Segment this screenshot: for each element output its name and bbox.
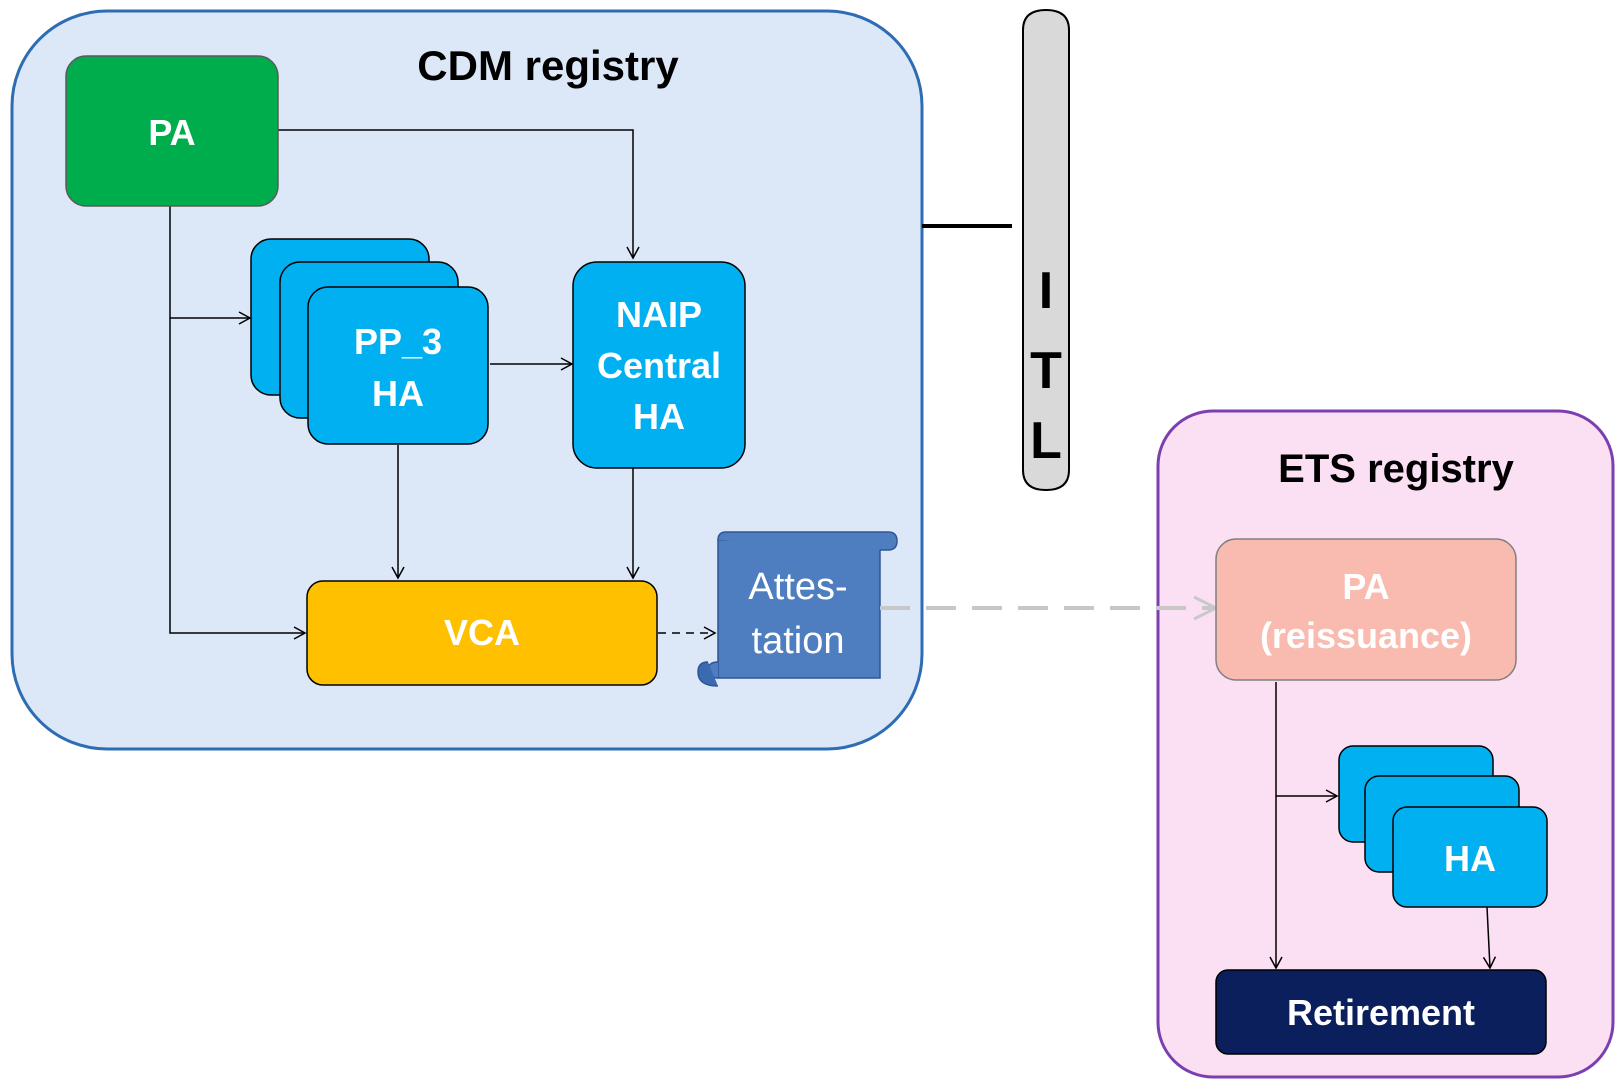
- cdm-registry-title: CDM registry: [417, 42, 679, 89]
- cdm-arrows: [169, 129, 717, 640]
- ets-arrows: [1269, 682, 1497, 970]
- itl-letter-i: I: [1039, 262, 1053, 320]
- attestation-label-line1: Attes-: [748, 566, 847, 608]
- ets-pa-reissuance-box: PA (reissuance): [1215, 538, 1517, 681]
- attestation-scroll: Attes- tation: [697, 531, 898, 687]
- retirement-label: Retirement: [1287, 992, 1475, 1033]
- ets-pa-reissuance-label: (reissuance): [1260, 615, 1472, 656]
- retirement-box: Retirement: [1215, 969, 1547, 1055]
- attestation-label-line2: tation: [752, 620, 845, 662]
- naip-ha-label: HA: [633, 396, 685, 437]
- ets-pa-label: PA: [1342, 566, 1389, 607]
- vca-label: VCA: [444, 612, 520, 653]
- arrow-pa-to-naip: [278, 129, 640, 260]
- itl-pillar: I T L: [1022, 8, 1070, 492]
- arrow-ha-to-retirement: [1482, 906, 1497, 970]
- naip-central-ha-box: NAIP Central HA: [572, 261, 746, 469]
- pp3-ha-stack: PP_3 HA: [250, 238, 489, 445]
- cdm-pa-label: PA: [148, 112, 195, 153]
- naip-central-label: Central: [597, 345, 721, 386]
- ets-ha-stack: HA: [1338, 745, 1548, 908]
- naip-label: NAIP: [616, 294, 702, 335]
- itl-letter-t: T: [1030, 342, 1062, 400]
- vca-box: VCA: [306, 580, 658, 686]
- pp3-label: PP_3: [354, 321, 442, 362]
- ets-registry-title: ETS registry: [1278, 447, 1514, 491]
- itl-letter-l: L: [1030, 412, 1062, 470]
- pp3-ha-label: HA: [372, 373, 424, 414]
- ets-ha-label: HA: [1444, 838, 1496, 879]
- arrow-pa-to-vca: [169, 318, 307, 640]
- cdm-pa-box: PA: [65, 55, 279, 207]
